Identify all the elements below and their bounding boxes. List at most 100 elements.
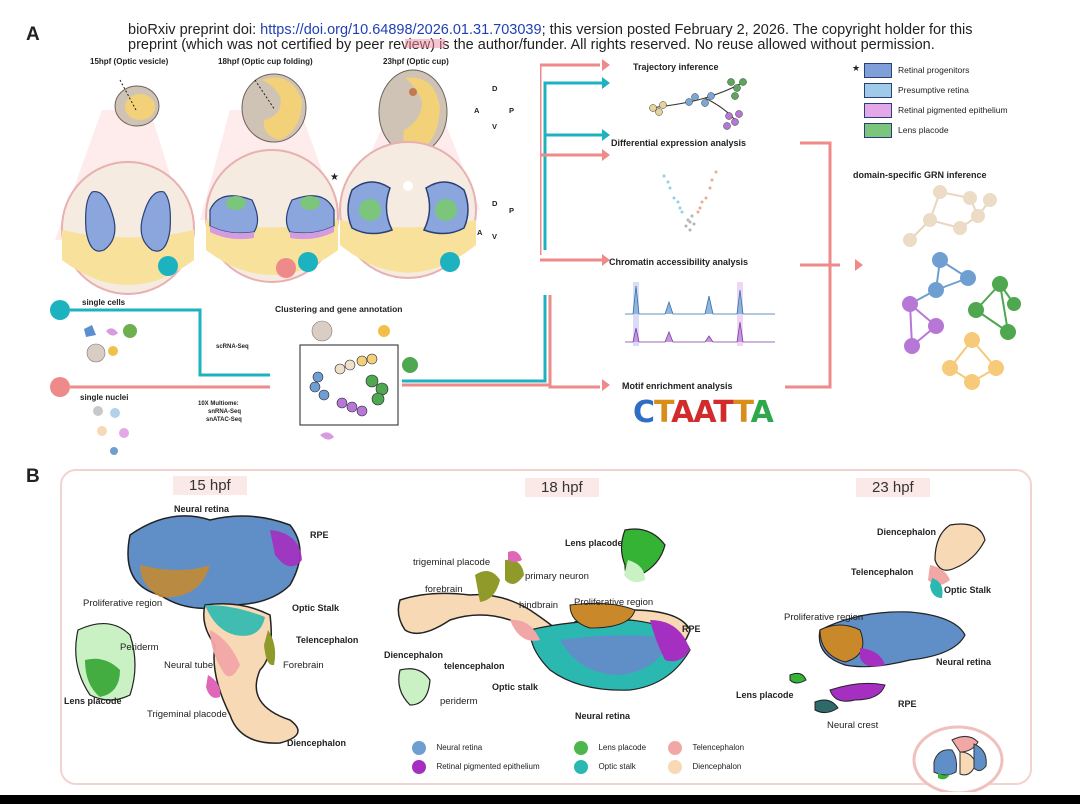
panel-a-letter: A [26, 24, 40, 45]
ulegend-label-diencephalon: Diencephalon [692, 762, 742, 772]
legend-swatch-presumptive [864, 83, 892, 98]
section-15-right-vesicle [140, 190, 171, 252]
axis2-v: V [492, 232, 498, 241]
umap-legend: Neural retina Lens placode Telencephalon… [412, 739, 772, 775]
u15-proliferative: Proliferative region [83, 598, 163, 609]
analysis-motif: Motif enrichment analysis [622, 381, 733, 391]
legend-star: ★ [852, 63, 861, 73]
u18-forebrain: forebrain [425, 584, 463, 595]
marker-teal-18 [298, 252, 318, 272]
u18-lens-placode: Lens placode [565, 538, 623, 548]
ulegend-diencephalon: Diencephalon [668, 758, 741, 776]
motif-letter-2: T [654, 395, 672, 430]
panel-b-letter: B [26, 466, 40, 487]
section-15-yolk [62, 230, 194, 285]
section-18-rpe-left [210, 226, 254, 240]
motif-letter-5: T [713, 395, 734, 430]
umap-15hpf [75, 515, 302, 744]
u15-telencephalon: Telencephalon [296, 635, 359, 645]
u15-neural-retina: Neural retina [174, 504, 230, 514]
u23-neural-retina: Neural retina [936, 657, 992, 667]
section-15-left-vesicle [85, 190, 116, 252]
motif-letter-4: A [693, 395, 714, 430]
analysis-trajectory: Trajectory inference [633, 62, 719, 72]
u15-lens-placode: Lens placode [64, 696, 122, 706]
timepoint-23: 23 hpf [856, 478, 930, 497]
ulegend-dot-rpe [412, 759, 426, 774]
trajectory-plot [649, 78, 747, 130]
u23-rpe: RPE [898, 699, 917, 709]
single-nuclei-label: single nuclei [80, 393, 129, 402]
preprint-header-line1: bioRxiv preprint doi: https://doi.org/10… [128, 22, 973, 38]
legend-swatch-lens [864, 123, 892, 138]
umap-18hpf [397, 528, 691, 706]
scrna-label: scRNA-Seq [216, 344, 249, 350]
u18-trigeminal: trigeminal placode [413, 557, 491, 568]
axis2-d: D [492, 199, 498, 208]
grn-networks [902, 185, 1021, 390]
legend-label-presumptive: Presumptive retina [898, 85, 969, 95]
analysis-chromatin: Chromatin accessibility analysis [609, 257, 749, 267]
u15-periderm: Periderm [120, 642, 159, 653]
stage-18hpf: 18hpf (Optic cup folding) [218, 57, 313, 66]
u18-optic-stalk: Optic stalk [492, 682, 539, 692]
u15-diencephalon: Diencephalon [287, 738, 347, 748]
multiome-label-3: snATAC-Seq [206, 417, 242, 423]
u23-diencephalon: Diencephalon [877, 527, 937, 537]
legend-label-progenitors: Retinal progenitors [898, 65, 970, 75]
ulegend-dot-telencephalon [668, 740, 682, 755]
analysis-differential: Differential expression analysis [611, 138, 747, 148]
section-23-lens-right [435, 199, 457, 221]
axis1-p: P [509, 106, 515, 115]
u23-optic-stalk: Optic Stalk [944, 585, 992, 595]
ulegend-telencephalon: Telencephalon [668, 739, 744, 757]
u15-optic-stalk: Optic Stalk [292, 603, 340, 613]
branch-pink-bottom [548, 385, 600, 389]
u18-primary-neuron: primary neuron [525, 571, 589, 582]
marker-teal-23 [440, 252, 460, 272]
marker-teal-15 [158, 256, 178, 276]
timepoint-15: 15 hpf [173, 476, 247, 495]
motif-letter-7: A [750, 395, 774, 430]
u18-proliferative: Proliferative region [574, 597, 654, 608]
u18-neural-retina: Neural retina [575, 711, 631, 721]
nuclei-dot [50, 377, 70, 397]
ulegend-label-optic-stalk: Optic stalk [598, 762, 636, 772]
header-prefix: bioRxiv preprint doi: [128, 22, 261, 38]
clustering-label: Clustering and gene annotation [275, 304, 403, 314]
u18-rpe: RPE [682, 624, 701, 634]
grn-arrow-head [855, 259, 863, 271]
cut-line-15 [119, 79, 137, 111]
section-23-lumen [403, 181, 413, 191]
u15-rpe: RPE [310, 530, 329, 540]
star-mark: ★ [330, 172, 339, 183]
axis1-a: A [474, 106, 480, 115]
motif-letter-6: T [733, 395, 751, 430]
u23-neural-crest: Neural crest [827, 720, 879, 731]
umap-panel-frame [60, 469, 1032, 785]
umap-23hpf [789, 523, 986, 714]
bottom-bar [0, 795, 1080, 804]
workflow-paths [50, 295, 600, 455]
cluster-points [309, 353, 389, 417]
legend-label-lens: Lens placode [898, 125, 949, 135]
motif-logo: CTAATTA [633, 395, 774, 430]
axis1-v: V [492, 122, 498, 131]
chromatin-tracks [625, 282, 775, 346]
ulegend-rpe: Retinal pigmented epithelium [412, 758, 540, 776]
u23-proliferative: Proliferative region [784, 612, 864, 623]
u15-trigeminal: Trigeminal placode [147, 709, 227, 720]
grn-inference-label: domain-specific GRN inference [853, 170, 987, 180]
multiome-label-1: 10X Multiome: [198, 401, 239, 407]
preprint-header-line2: preprint (which was not certified by pee… [128, 37, 935, 53]
u15-neural-tube: Neural tube [164, 660, 214, 671]
ulegend-dot-neural-retina [412, 740, 426, 755]
ulegend-dot-diencephalon [668, 759, 682, 774]
ulegend-dot-optic-stalk [574, 759, 588, 774]
doi-link[interactable]: https://doi.org/10.64898/2026.01.31.7030… [260, 22, 542, 38]
ulegend-label-rpe: Retinal pigmented epithelium [436, 762, 540, 772]
axis2-a: A [477, 228, 483, 237]
brain-schematic [912, 725, 1004, 792]
u18-diencephalon: Diencephalon [384, 650, 444, 660]
